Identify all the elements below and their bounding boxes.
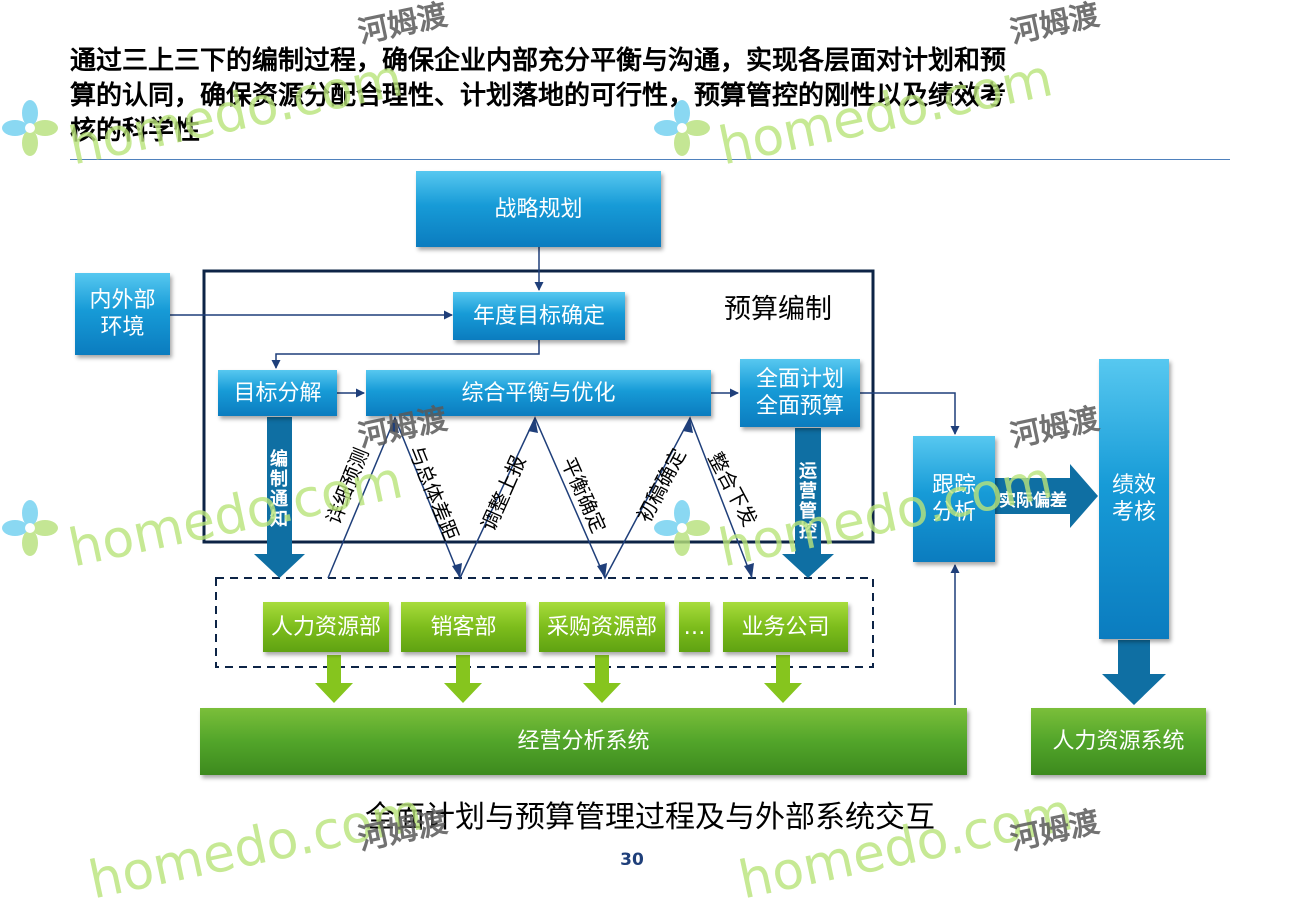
zigzag-arrowhead-up-2 [528,418,538,433]
compile-notice-arrow [254,417,305,578]
ops-control-label: 运营管控 [799,461,817,542]
annual-target-node: 年度目标确定 [453,292,625,340]
full-plan-budget-node: 全面计划 全面预算 [740,359,860,427]
ops-control-arrow [782,428,834,578]
strategy-planning-node: 战略规划 [416,171,661,247]
plan-to-tracking-arrow [860,392,960,435]
business-co-down-arrow [764,655,802,703]
tracking-analysis-node: 跟踪 分析 [913,436,995,562]
dept-purchase-node: 采购资源部 [539,602,665,652]
page-title: 通过三上三下的编制过程，确保企业内部充分平衡与沟通，实现各层面对计划和预算的认同… [70,46,1007,146]
zigzag-arrowhead-up-1 [389,418,399,433]
business-analysis-system-node: 经营分析系统 [200,708,967,775]
zigzag-arrowhead-down-2 [597,563,607,578]
purchase-dept-down-arrow [583,655,621,703]
actual-deviation-label: 实际偏差 [999,491,1067,511]
dept-sales-node: 销客部 [401,602,526,652]
sales-dept-down-arrow [444,655,482,703]
page-number: 30 [620,850,644,870]
title-divider [70,159,1230,160]
zigzag-arrowhead-down-3 [744,563,754,578]
diagram-caption: 全面计划与预算管理过程及与外部系统交互 [365,800,935,835]
balance-optimization-node: 综合平衡与优化 [366,370,711,416]
performance-to-hr-arrow [1102,640,1166,705]
compile-notice-label: 编制通知 [270,449,288,530]
departments-frame [215,577,874,668]
performance-review-node: 绩效 考核 [1099,359,1169,639]
dept-hr-node: 人力资源部 [263,602,389,652]
dept-ellipsis-node: … [679,602,710,652]
environment-node: 内外部 环境 [75,273,170,355]
dept-business-co-node: 业务公司 [723,602,848,652]
actual-deviation-arrow [995,464,1098,528]
target-to-decomp-arrow [271,340,540,369]
goal-decomposition-node: 目标分解 [218,370,337,416]
hr-system-node: 人力资源系统 [1031,708,1206,775]
budget-compilation-label: 预算编制 [724,294,832,325]
hr-dept-down-arrow [315,655,353,703]
zigzag-arrowhead-up-3 [683,418,693,433]
zigzag-arrowhead-down-1 [452,563,462,578]
